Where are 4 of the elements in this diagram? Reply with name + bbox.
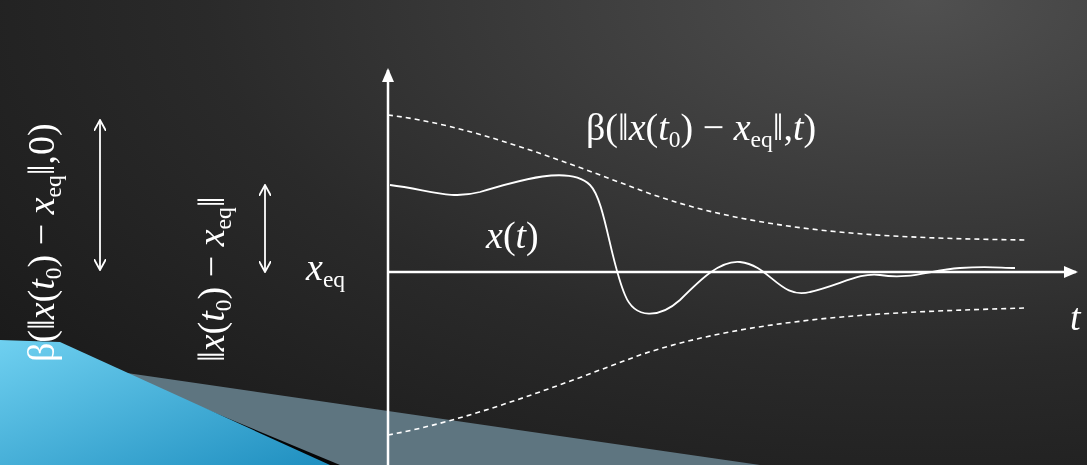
bound-label: β(‖x(t$_{0}$) − x$_{eq}$‖,t) (586, 108, 817, 152)
axis-label: t (1070, 298, 1081, 336)
equilibrium-label: x$_{eq}$ (306, 248, 346, 292)
trajectory-label: x(t) (486, 216, 539, 254)
